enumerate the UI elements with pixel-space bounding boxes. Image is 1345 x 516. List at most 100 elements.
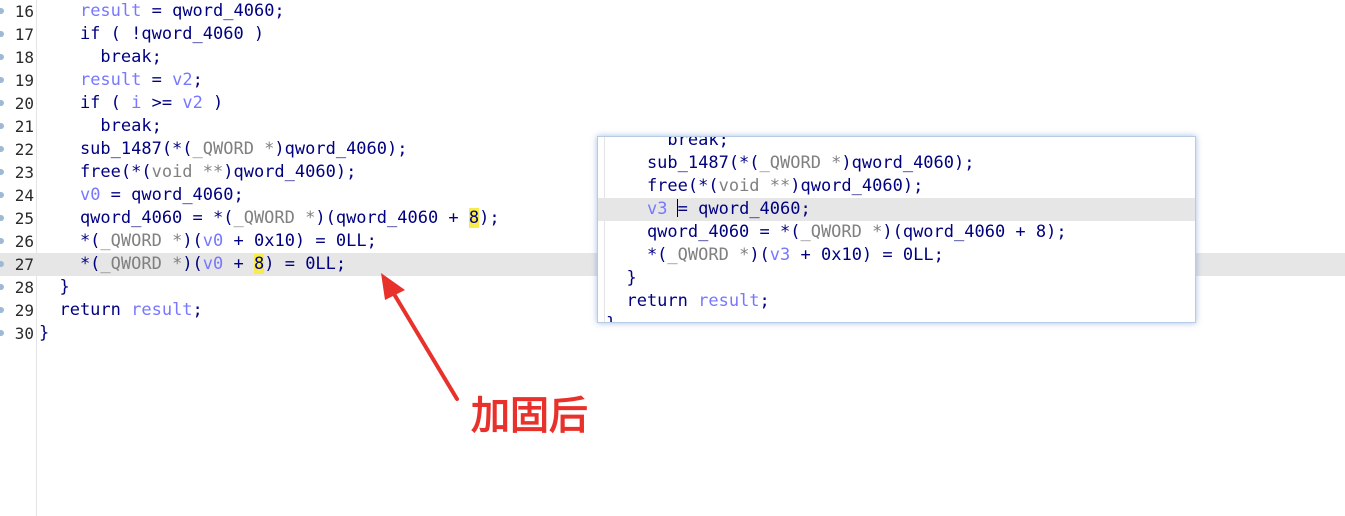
code-text[interactable]: *(_QWORD *)(v0 + 8) = 0LL;	[39, 253, 346, 276]
code-token: = qword_4060;	[100, 185, 244, 205]
line-number: 17	[0, 23, 34, 46]
line-number-text: 29	[14, 301, 34, 320]
code-token: return	[39, 300, 132, 320]
line-number-text: 24	[14, 186, 34, 205]
line-marker-icon	[0, 31, 4, 37]
code-text[interactable]: sub_1487(*(_QWORD *)qword_4060);	[39, 138, 408, 161]
code-line[interactable]: 30}	[0, 322, 1345, 345]
line-number: 23	[0, 161, 34, 184]
code-text[interactable]: break;	[39, 115, 162, 138]
code-token: sub_1487(*(	[39, 139, 193, 159]
line-number: 18	[0, 46, 34, 69]
line-number-text: 17	[14, 25, 34, 44]
line-number-text: 20	[14, 94, 34, 113]
line-marker-icon	[0, 330, 4, 336]
code-text[interactable]: }	[39, 322, 49, 345]
code-text[interactable]: if ( i >= v2 )	[39, 92, 223, 115]
line-number-text: 30	[14, 324, 34, 343]
code-text[interactable]: qword_4060 = *(_QWORD *)(qword_4060 + 8)…	[39, 207, 500, 230]
popup-code-text: qword_4060 = *(_QWORD *)(qword_4060 + 8)…	[606, 221, 1067, 244]
code-line[interactable]: 24 v0 = qword_4060;	[0, 184, 1345, 207]
code-token: v2	[172, 70, 193, 90]
popup-code-line: }	[598, 313, 1195, 322]
line-number-text: 28	[14, 278, 34, 297]
code-token: _QWORD *	[192, 139, 275, 159]
code-token: }	[39, 277, 70, 297]
code-text[interactable]: free(*(void **)qword_4060);	[39, 161, 356, 184]
code-text[interactable]: *(_QWORD *)(v0 + 0x10) = 0LL;	[39, 230, 377, 253]
line-marker-icon	[0, 238, 4, 244]
code-token: ) = 0LL;	[264, 254, 347, 274]
line-number: 24	[0, 184, 34, 207]
code-text[interactable]: return result;	[39, 299, 203, 322]
code-token: v3	[769, 245, 791, 265]
code-text[interactable]: v0 = qword_4060;	[39, 184, 244, 207]
code-token: return	[606, 291, 699, 311]
code-token: *(	[39, 254, 101, 274]
code-token: break;	[39, 116, 162, 136]
popup-code-line: *(_QWORD *)(v3 + 0x10) = 0LL;	[598, 244, 1195, 267]
code-token: _QWORD *	[759, 153, 842, 173]
code-token: v0	[202, 254, 224, 274]
code-token: sub_1487(*(	[606, 153, 760, 173]
popup-code-line: return result;	[598, 290, 1195, 313]
code-line[interactable]: 17 if ( !qword_4060 )	[0, 23, 1345, 46]
line-marker-icon	[0, 146, 4, 152]
code-text[interactable]: if ( !qword_4060 )	[39, 23, 264, 46]
code-line[interactable]: 22 sub_1487(*(_QWORD *)qword_4060);	[0, 138, 1345, 161]
code-line[interactable]: 23 free(*(void **)qword_4060);	[0, 161, 1345, 184]
code-line[interactable]: 21 break;	[0, 115, 1345, 138]
code-text[interactable]: result = v2;	[39, 69, 203, 92]
popup-current-line: v3 = qword_4060;	[598, 198, 1195, 221]
code-token: )(	[182, 231, 203, 251]
code-line[interactable]: 29 return result;	[0, 299, 1345, 322]
line-number: 30	[0, 322, 34, 345]
code-token: v2	[182, 93, 203, 113]
code-token: )(	[182, 254, 203, 274]
popup-gutter	[598, 137, 605, 322]
highlighted-token: 8	[468, 208, 480, 228]
line-number: 27	[0, 253, 34, 276]
code-token: void **	[718, 176, 791, 196]
code-preview-popup: break; sub_1487(*(_QWORD *)qword_4060); …	[597, 136, 1196, 323]
line-number: 19	[0, 69, 34, 92]
code-token: );	[479, 208, 500, 228]
code-line[interactable]: 18 break;	[0, 46, 1345, 69]
line-number: 22	[0, 138, 34, 161]
popup-code-text: return result;	[606, 290, 769, 313]
code-line[interactable]: 28 }	[0, 276, 1345, 299]
line-number-text: 18	[14, 48, 34, 67]
popup-code-text: free(*(void **)qword_4060);	[606, 175, 923, 198]
line-marker-icon	[0, 123, 4, 129]
code-text[interactable]: break;	[39, 46, 161, 69]
code-token: }	[39, 323, 50, 343]
code-token: result	[79, 1, 142, 21]
code-token: result	[698, 291, 760, 311]
popup-code-line: break;	[598, 137, 1195, 152]
code-text[interactable]: result = qword_4060;	[39, 0, 285, 23]
code-token: qword_4060 = *(	[606, 222, 801, 242]
line-marker-icon	[0, 54, 4, 60]
line-marker-icon	[0, 215, 4, 221]
code-text[interactable]: }	[39, 276, 70, 299]
code-token: )qword_4060);	[223, 162, 357, 182]
code-token: + 0x10) = 0LL;	[790, 245, 944, 265]
code-line[interactable]: 19 result = v2;	[0, 69, 1345, 92]
code-line[interactable]: 20 if ( i >= v2 )	[0, 92, 1345, 115]
code-token: ;	[192, 300, 203, 320]
code-token: )qword_4060);	[274, 139, 408, 159]
popup-code-text: break;	[606, 137, 728, 152]
line-number: 20	[0, 92, 34, 115]
code-token: v0	[79, 185, 101, 205]
code-token: ;	[192, 70, 203, 90]
code-line[interactable]: 25 qword_4060 = *(_QWORD *)(qword_4060 +…	[0, 207, 1345, 230]
line-number-text: 25	[14, 209, 34, 228]
code-token: )(qword_4060 +	[315, 208, 469, 228]
line-number: 16	[0, 0, 34, 23]
code-line[interactable]: 26 *(_QWORD *)(v0 + 0x10) = 0LL;	[0, 230, 1345, 253]
code-token: )(qword_4060 + 8);	[882, 222, 1067, 242]
code-line[interactable]: 16 result = qword_4060;	[0, 0, 1345, 23]
line-number-text: 23	[14, 163, 34, 182]
code-token: _QWORD *	[800, 222, 883, 242]
